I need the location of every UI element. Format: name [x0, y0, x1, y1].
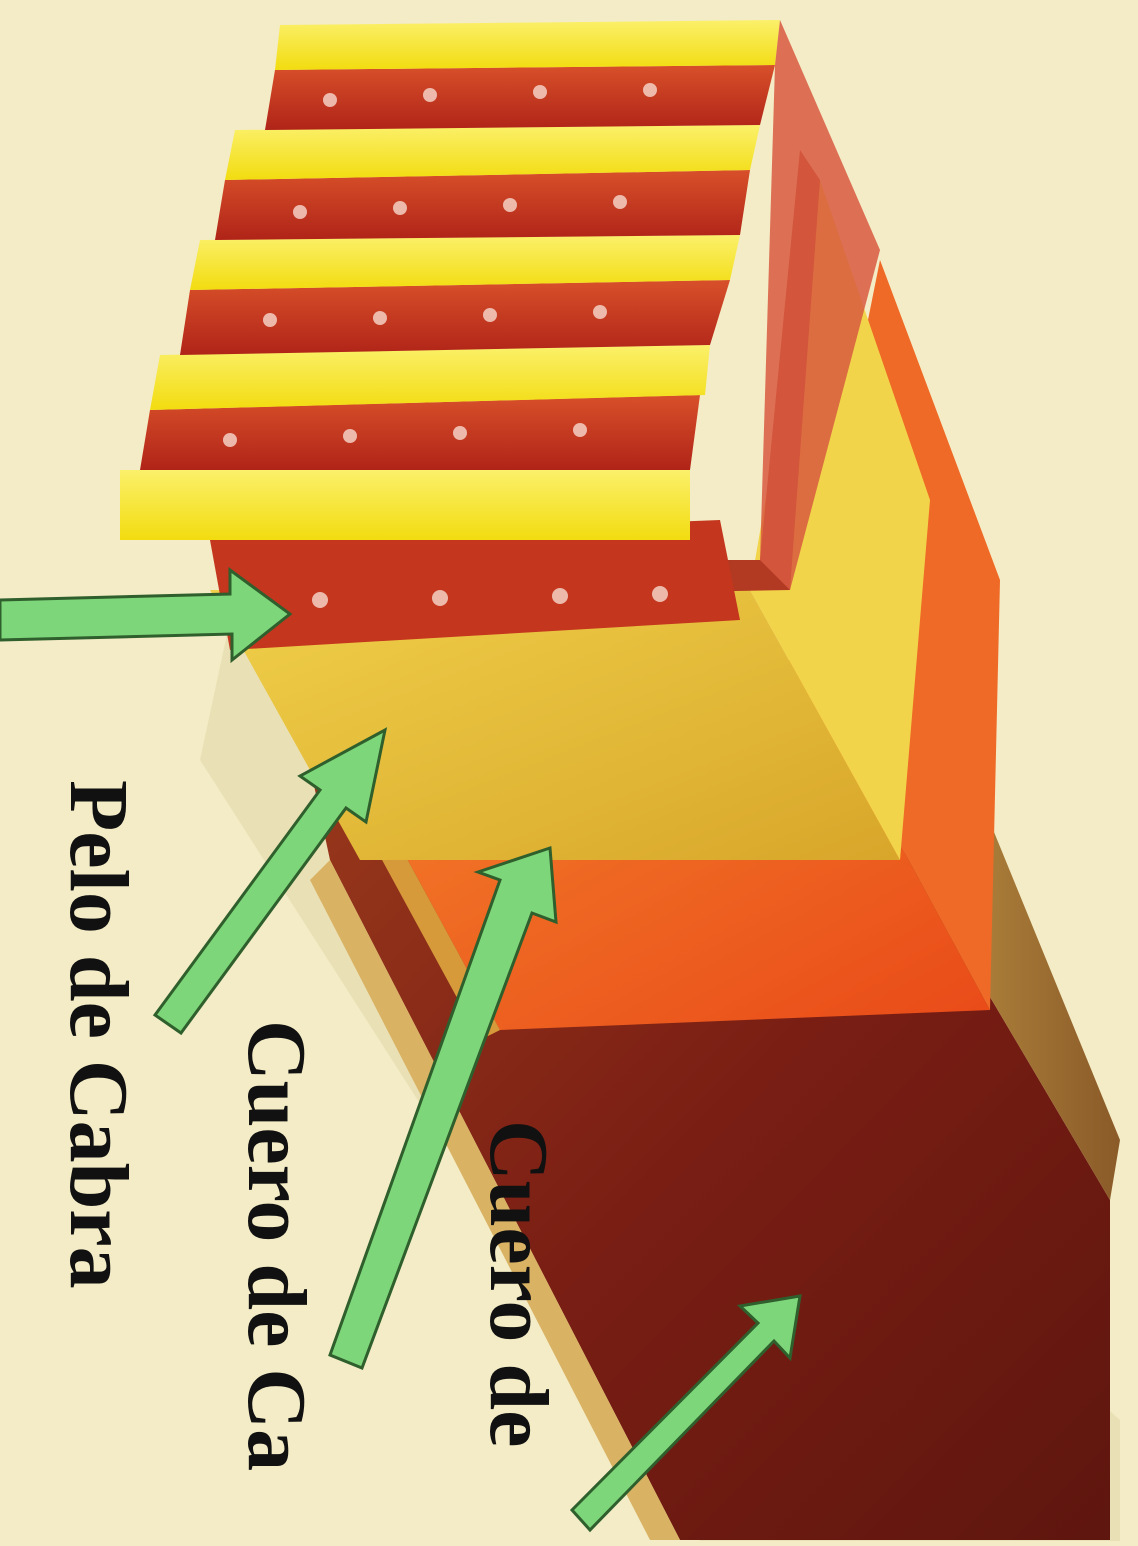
- label-cuero-de: Cuero de: [476, 1120, 560, 1447]
- label-cuero-de-ca: Cuero de Ca: [234, 1020, 318, 1471]
- arrow-to-inner-curtain: [0, 570, 290, 660]
- label-pelo-de-cabra: Pelo de Cabra: [56, 780, 140, 1289]
- inner-curtains: [120, 20, 880, 650]
